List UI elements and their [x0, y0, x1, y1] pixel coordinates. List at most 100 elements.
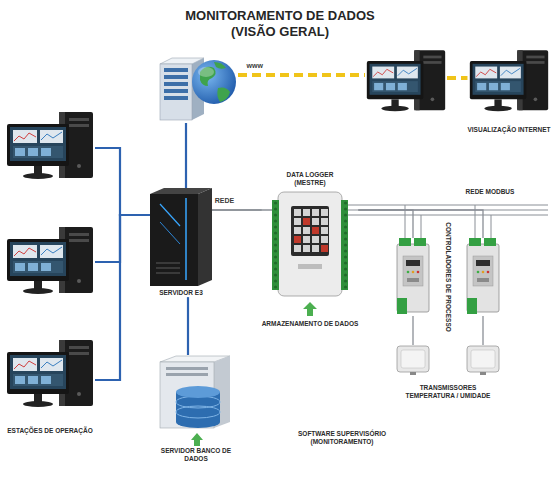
controller-picture: [467, 238, 499, 314]
e3-server-picture: [198, 188, 212, 286]
picture-area: [5, 338, 95, 413]
data-logger-picture: [272, 192, 348, 316]
picture-area: [395, 238, 431, 316]
transmitter-picture: [397, 346, 429, 375]
web-server-picture: [217, 88, 230, 103]
data-logger-picture: [303, 218, 310, 225]
note-label: SOFTWARE SUPERVISÓRIO (MONITORAMENTO): [287, 430, 397, 446]
group-label: TRANSMISSORES TEMPERATURA / UMIDADE: [401, 384, 496, 400]
picture-area: [365, 45, 447, 120]
data-logger: DATA LOGGER (MESTRE)ARMAZENAMENTO DE DAD…: [262, 171, 359, 328]
web-server: [158, 55, 238, 123]
connector-label: www: [246, 62, 264, 71]
data-logger-picture: [341, 200, 348, 290]
operator-station: [5, 110, 95, 185]
label-text: TRANSMISSORES TEMPERATURA / UMIDADE: [401, 384, 496, 400]
process-controller: [395, 238, 431, 316]
diagram-title: MONITORAMENTO DE DADOS (VISÃO GERAL): [180, 8, 380, 39]
e3-server-picture: [150, 188, 212, 286]
device-label: VISUALIZAÇÃO INTERNET: [467, 126, 550, 134]
computer-picture: [470, 50, 548, 111]
modbus-bus: [212, 205, 548, 238]
internet-pc: VISUALIZAÇÃO INTERNET: [467, 45, 550, 134]
web-server-picture: [192, 60, 236, 104]
group-label: CONTROLADORES DE PROCESSO: [444, 222, 452, 331]
label-text: REDE MODBUS: [466, 188, 515, 196]
web-server-picture: [164, 75, 188, 79]
title-box: MONITORAMENTO DE DADOS (VISÃO GERAL): [180, 8, 380, 39]
web-server-picture: [164, 68, 188, 72]
database-server-picture: [176, 406, 220, 418]
controller-picture: [397, 238, 429, 314]
e3-server-picture: [185, 198, 187, 280]
web-server-picture: [160, 58, 236, 120]
e3-server-picture: [156, 262, 180, 264]
computer-picture: [367, 50, 445, 111]
picture-area: [468, 45, 550, 120]
internet-link: [447, 76, 467, 80]
picture-area: [465, 238, 501, 316]
lan-cable: [187, 297, 189, 355]
data-logger-picture: [294, 236, 301, 243]
transmitter-picture: [467, 346, 499, 375]
device-label: DATA LOGGER (MESTRE): [275, 171, 345, 187]
modbus-bus: [348, 205, 548, 206]
transmitter-picture: [397, 346, 499, 375]
data-logger-picture: [303, 302, 317, 316]
edge-label-box: www: [246, 62, 264, 71]
computer-picture: [7, 50, 548, 407]
data-logger-picture: [294, 209, 328, 252]
e3-server-picture: [156, 267, 180, 269]
picture-area: [272, 190, 348, 298]
web-server-picture: [164, 96, 188, 100]
picture-area: [5, 225, 95, 300]
data-logger-picture: [312, 227, 319, 234]
connector-label: REDE: [214, 197, 235, 206]
database-server: SERVIDOR BANCO DE DADOS: [152, 355, 240, 463]
lan-cable: [95, 215, 150, 262]
field-cable: [358, 210, 413, 238]
modbus-bus: [348, 215, 548, 216]
data-logger-picture: [341, 200, 348, 290]
computer-picture: [7, 227, 93, 294]
web-server-picture: [198, 67, 214, 77]
picture-area: [158, 55, 238, 123]
lan-cable: [95, 148, 150, 215]
transmitter: [466, 345, 500, 375]
computer-picture: [7, 112, 93, 179]
operator-station: [5, 225, 95, 300]
lan-cable: [95, 215, 150, 380]
computer-picture: [7, 340, 93, 407]
e3-server-picture: [160, 204, 180, 226]
picture-area: [152, 355, 240, 429]
data-logger-picture: [272, 200, 279, 290]
device-label: SERVIDOR BANCO DE DADOS: [156, 447, 236, 463]
picture-area: [150, 188, 212, 286]
data-logger-picture: [278, 192, 342, 296]
picture-area: [5, 110, 95, 185]
device-label: SERVIDOR E3: [159, 289, 203, 297]
web-server-picture: [214, 62, 226, 69]
label-text: CONTROLADORES DE PROCESSO: [444, 222, 452, 331]
field-cable: [358, 210, 483, 238]
web-server-picture: [160, 64, 192, 120]
e3-server-picture: [150, 194, 198, 286]
e3-server: SERVIDOR E3: [150, 188, 212, 297]
database-server-picture: [160, 356, 230, 446]
data-logger-picture: [272, 200, 279, 290]
label-text: SOFTWARE SUPERVISÓRIO (MONITORAMENTO): [287, 430, 397, 446]
database-server-picture: [166, 373, 208, 376]
internet-pc: [365, 45, 447, 120]
process-controller: [465, 238, 501, 316]
data-logger-picture: [321, 245, 328, 252]
field-cable: [412, 316, 413, 345]
database-server-picture: [176, 386, 220, 398]
data-logger-picture: [291, 206, 329, 256]
internet-link: [238, 73, 365, 77]
field-cable: [482, 316, 483, 345]
data-logger-picture: [298, 264, 322, 269]
picture-area: [396, 345, 430, 375]
